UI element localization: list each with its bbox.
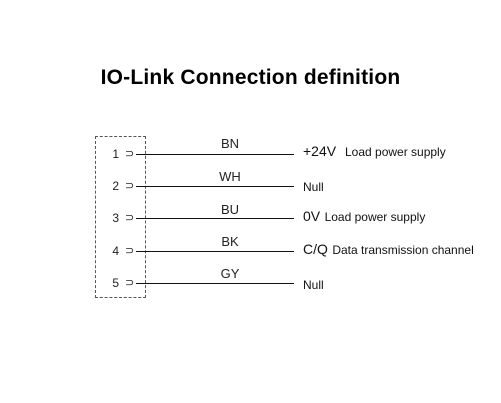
pin-number: 1 <box>112 147 119 161</box>
pin-description: Null <box>303 278 324 292</box>
wire-color-label: WH <box>219 169 241 184</box>
wire-line <box>136 251 294 252</box>
pin-function: C/Q Data transmission channel <box>303 241 474 259</box>
pin-function: Null <box>303 276 324 294</box>
pin-signal: +24V <box>303 143 337 159</box>
pin-description: Data transmission channel <box>332 243 474 257</box>
pin-socket-icon: ⊃ <box>125 148 135 160</box>
wire-color-label: BN <box>220 136 240 151</box>
pin-socket-icon: ⊃ <box>125 277 135 289</box>
pin-socket-icon: ⊃ <box>125 180 135 192</box>
pin-number: 3 <box>112 211 119 225</box>
wire-color-label: GY <box>220 266 240 281</box>
pin-number: 5 <box>112 276 119 290</box>
wire-line <box>136 283 294 284</box>
pin-socket-icon: ⊃ <box>125 212 135 224</box>
pin-function: 0V Load power supply <box>303 208 425 226</box>
diagram-title: IO-Link Connection definition <box>100 66 401 89</box>
pin-signal: C/Q <box>303 241 328 257</box>
pin-description: Load power supply <box>344 145 446 159</box>
pin-description: Load power supply <box>324 210 426 224</box>
wire-line <box>136 186 294 187</box>
connector-outline <box>95 136 146 298</box>
pin-socket-icon: ⊃ <box>125 245 135 257</box>
wire-color-label: BK <box>221 234 239 249</box>
pin-description: Null <box>303 180 324 194</box>
pin-function: +24V Load power supply <box>303 143 446 161</box>
wire-line <box>136 218 294 219</box>
pin-function: Null <box>303 178 324 196</box>
pin-number: 4 <box>112 244 119 258</box>
pin-signal: 0V <box>303 208 321 224</box>
wire-color-label: BU <box>220 202 240 217</box>
wire-line <box>136 154 294 155</box>
pin-number: 2 <box>112 179 119 193</box>
